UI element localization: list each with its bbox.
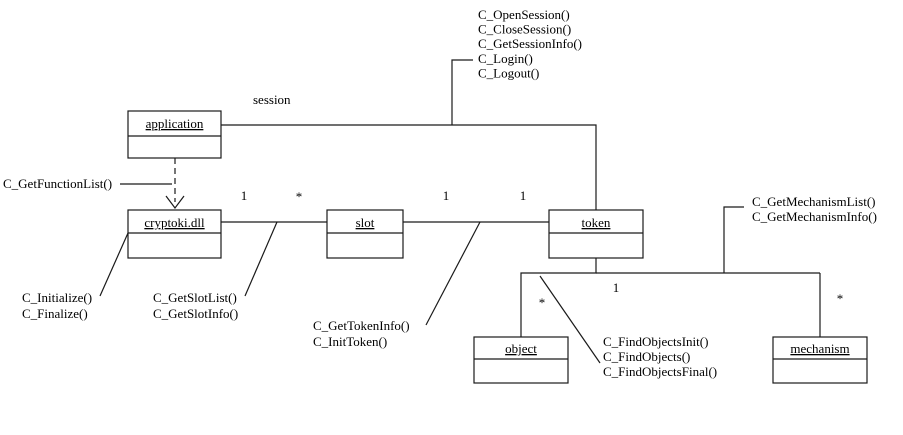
function-name: C_GetTokenInfo()	[313, 318, 410, 333]
function-name: C_GetFunctionList()	[3, 176, 112, 191]
class-frame	[548, 209, 644, 259]
function-name: C_FindObjectsFinal()	[603, 364, 717, 379]
class-name-token: token	[582, 215, 611, 230]
function-name: C_FindObjectsInit()	[603, 334, 708, 349]
class-frame	[127, 110, 222, 159]
function-name: C_Initialize()	[22, 290, 92, 305]
class-cryptoki-dll: cryptoki.dll	[127, 209, 222, 259]
class-frame	[473, 336, 569, 384]
init-functions-leader	[99, 232, 129, 297]
class-token: token	[548, 209, 644, 259]
callout-token-functions: C_GetTokenInfo()C_InitToken()	[313, 318, 410, 349]
function-name: C_GetSlotInfo()	[153, 306, 238, 321]
callout-function-list: C_GetFunctionList()	[3, 176, 112, 191]
connector-lines	[165, 124, 821, 340]
function-name: C_FindObjects()	[603, 349, 690, 364]
class-frame	[326, 209, 404, 259]
find-functions-leader	[539, 275, 601, 364]
callout-init-functions: C_Initialize()C_Finalize()	[22, 290, 92, 321]
function-name: C_InitToken()	[313, 334, 387, 349]
class-name-slot: slot	[356, 215, 375, 230]
session-functions-leader	[451, 59, 473, 125]
multiplicity-cryptoki-slot-right: *	[296, 189, 303, 204]
function-name: C_Logout()	[478, 65, 539, 80]
mechanism-functions-leader	[723, 206, 744, 273]
callout-find-functions: C_FindObjectsInit()C_FindObjects()C_Find…	[603, 334, 717, 379]
class-object: object	[473, 336, 569, 384]
function-name: C_CloseSession()	[478, 22, 571, 37]
class-name-cryptoki-dll: cryptoki.dll	[144, 215, 205, 230]
function-name: C_GetMechanismList()	[752, 194, 875, 209]
multiplicity-token-mechanism: *	[837, 291, 844, 306]
token-functions-leader	[425, 221, 481, 326]
callout-slot-functions: C_GetSlotList()C_GetSlotInfo()	[153, 290, 238, 321]
class-slot: slot	[326, 209, 404, 259]
multiplicity-slot-token-left: 1	[443, 188, 450, 203]
multiplicity-token-object: *	[539, 295, 546, 310]
class-name-object: object	[505, 341, 537, 356]
multiplicity-slot-token-right: 1	[520, 188, 527, 203]
function-name: C_GetSlotList()	[153, 290, 237, 305]
class-frame	[772, 336, 868, 384]
callout-leaders	[99, 59, 744, 364]
multiplicity-cryptoki-slot-left: 1	[241, 188, 248, 203]
dependency-arrowhead	[165, 195, 185, 209]
function-name: C_GetSessionInfo()	[478, 36, 582, 51]
multiplicity-labels: 1 * 1 1 * 1 *	[241, 188, 844, 310]
multiplicity-token-children: 1	[613, 280, 620, 295]
function-name: C_OpenSession()	[478, 7, 570, 22]
callout-session-functions: C_OpenSession()C_CloseSession()C_GetSess…	[478, 7, 582, 80]
function-name: C_GetMechanismInfo()	[752, 209, 877, 224]
token-children-line	[520, 258, 597, 340]
class-frame	[127, 209, 222, 259]
session-association-line	[221, 124, 597, 212]
class-name-mechanism: mechanism	[790, 341, 849, 356]
class-mechanism: mechanism	[772, 336, 868, 384]
association-label-session: session	[253, 92, 291, 107]
class-application: application	[127, 110, 222, 159]
function-name: C_Login()	[478, 51, 533, 66]
function-name: C_Finalize()	[22, 306, 88, 321]
class-name-application: application	[146, 116, 204, 131]
callout-mechanism-functions: C_GetMechanismList()C_GetMechanismInfo()	[752, 194, 877, 224]
slot-functions-leader	[244, 221, 278, 297]
